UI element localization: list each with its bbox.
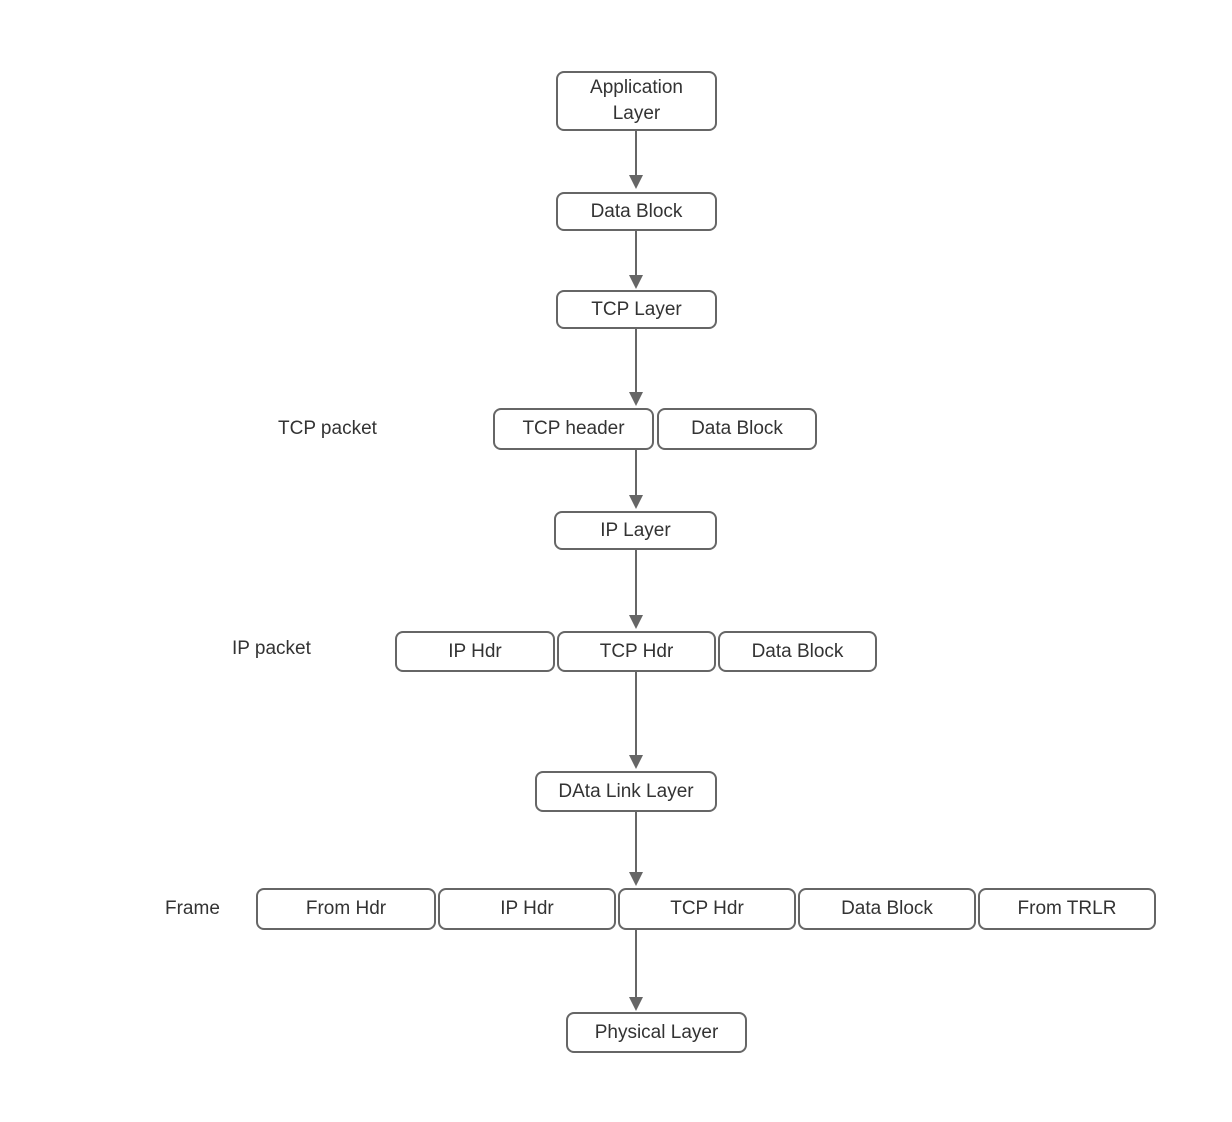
arrow-head-icon [629, 175, 643, 189]
node-label: Data Block [691, 418, 783, 440]
node-label: DAta Link Layer [558, 780, 694, 802]
node-frame-from-trlr: From TRLR [978, 888, 1156, 930]
node-frame-tcp-hdr: TCP Hdr [618, 888, 796, 930]
node-physical-layer: Physical Layer [566, 1012, 747, 1053]
node-application-layer: Application Layer [556, 71, 717, 131]
arrow-shaft [635, 329, 637, 394]
node-frame-ip-hdr: IP Hdr [438, 888, 616, 930]
node-tcp-data-block: Data Block [657, 408, 817, 450]
arrow-head-icon [629, 275, 643, 289]
arrow-head-icon [629, 755, 643, 769]
node-label: IP Layer [600, 519, 671, 541]
node-ip-data-block: Data Block [718, 631, 877, 672]
arrow-head-icon [629, 872, 643, 886]
arrow-shaft [635, 930, 637, 999]
node-label: TCP Hdr [670, 898, 744, 920]
node-label: IP Hdr [448, 640, 502, 662]
node-ip-tcp-hdr: TCP Hdr [557, 631, 716, 672]
node-label: From Hdr [305, 898, 387, 920]
node-label: Data Block [841, 898, 933, 920]
arrow-ippacket-to-datalink [628, 672, 644, 769]
node-label: Application Layer [590, 77, 683, 124]
arrow-application-to-datablock [628, 131, 644, 189]
arrow-head-icon [629, 997, 643, 1011]
node-tcp-layer: TCP Layer [556, 290, 717, 329]
node-label: Data Block [751, 640, 844, 662]
node-label: TCP Layer [591, 298, 682, 320]
node-ip-hdr: IP Hdr [395, 631, 555, 672]
arrow-shaft [635, 550, 637, 617]
node-data-link-layer: DAta Link Layer [535, 771, 717, 812]
arrow-tcplayer-to-tcppacket [628, 329, 644, 406]
node-frame-from-hdr: From Hdr [256, 888, 436, 930]
arrow-head-icon [629, 615, 643, 629]
arrow-tcppacket-to-iplayer [628, 450, 644, 509]
arrow-shaft [635, 450, 637, 497]
node-label: Physical Layer [594, 1021, 719, 1043]
arrow-datalink-to-frame [628, 812, 644, 886]
row-label-ip-packet: IP packet [232, 638, 311, 659]
row-label-frame: Frame [165, 898, 220, 919]
arrow-datablock-to-tcplayer [628, 231, 644, 289]
arrow-shaft [635, 812, 637, 874]
node-label: IP Hdr [500, 898, 554, 920]
node-label: TCP Hdr [599, 640, 674, 662]
arrow-frame-to-physical [628, 930, 644, 1011]
arrow-head-icon [629, 392, 643, 406]
node-tcp-header: TCP header [493, 408, 654, 450]
arrow-head-icon [629, 495, 643, 509]
arrow-shaft [635, 672, 637, 757]
arrow-iplayer-to-ippacket [628, 550, 644, 629]
node-app-data-block: Data Block [556, 192, 717, 231]
arrow-shaft [635, 131, 637, 177]
row-label-tcp-packet: TCP packet [278, 418, 377, 439]
node-label: Data Block [590, 200, 683, 222]
node-frame-data-block: Data Block [798, 888, 976, 930]
node-label: From TRLR [1017, 898, 1117, 920]
arrow-shaft [635, 231, 637, 277]
node-ip-layer: IP Layer [554, 511, 717, 550]
node-label: TCP header [522, 418, 625, 440]
